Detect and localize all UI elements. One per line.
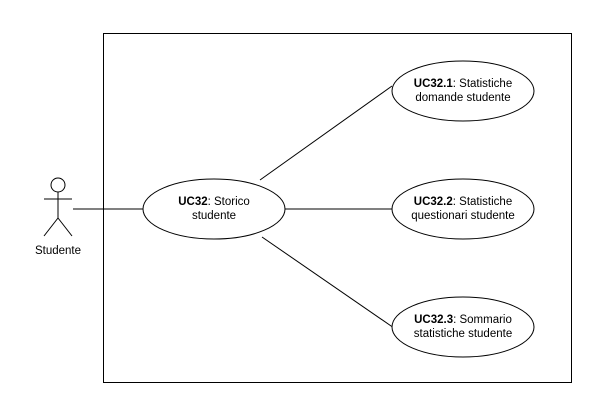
use-case-uc32-2	[391, 178, 535, 240]
association-uc32-uc32-3	[261, 236, 395, 329]
use-case-uc32-label: UC32: Storico studente	[144, 195, 284, 223]
use-case-uc32	[142, 178, 286, 240]
association-uc32-uc32-1	[259, 85, 393, 181]
actor-left-leg	[43, 217, 59, 237]
use-case-uc32-text-line2: studente	[191, 210, 237, 222]
use-case-uc32-1-text-line1: : Statistiche	[452, 78, 513, 90]
use-case-uc32-3-text-line2: statistiche studente	[413, 328, 513, 340]
use-case-uc32-id: UC32	[178, 196, 208, 208]
system-boundary	[103, 33, 572, 383]
actor-right-leg	[57, 217, 73, 237]
actor-head	[50, 177, 66, 193]
actor-figure	[43, 177, 73, 237]
actor-name: Studente	[34, 245, 82, 257]
actor-label: Studente	[18, 244, 98, 258]
use-case-uc32-2-text-line1: : Statistiche	[452, 196, 513, 208]
use-case-uc32-1-label: UC32.1: Statistiche domande studente	[393, 77, 533, 105]
use-case-uc32-2-text-line2: questionari studente	[411, 210, 515, 222]
use-case-uc32-2-id: UC32.2	[413, 196, 453, 208]
use-case-uc32-1-text-line2: domande studente	[415, 92, 511, 104]
use-case-uc32-3-text-line1: : Sommario	[453, 314, 512, 326]
use-case-uc32-1-id: UC32.1	[413, 78, 453, 90]
use-case-uc32-3-id: UC32.3	[414, 314, 454, 326]
use-case-uc32-3-label: UC32.3: Sommario statistiche studente	[393, 313, 533, 341]
use-case-uc32-1	[391, 60, 535, 122]
use-case-uc32-text-line1: : Storico	[207, 196, 250, 208]
use-case-uc32-3	[391, 296, 535, 358]
use-case-uc32-2-label: UC32.2: Statistiche questionari studente	[393, 195, 533, 223]
